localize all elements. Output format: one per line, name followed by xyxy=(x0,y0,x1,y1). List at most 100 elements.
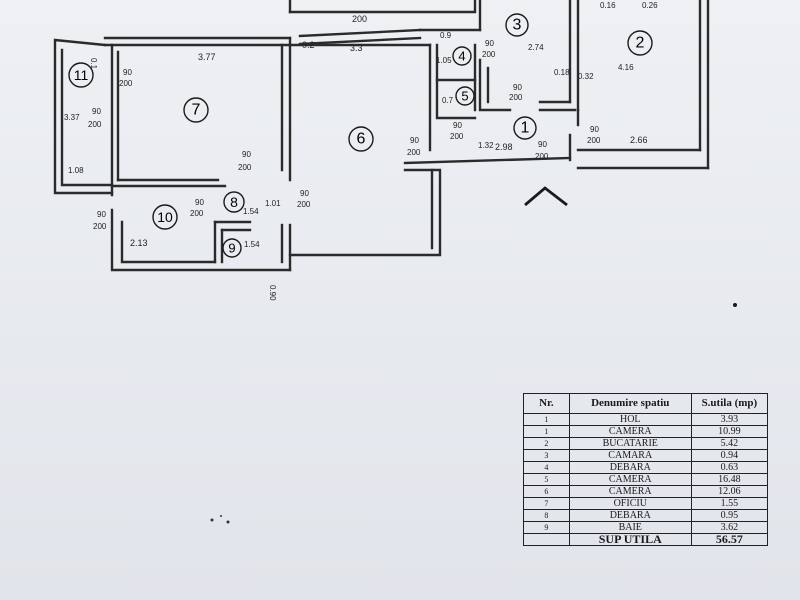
room-11-label: 11 xyxy=(74,67,89,83)
table-cell-nr: 1 xyxy=(523,413,570,426)
svg-text:200: 200 xyxy=(93,222,107,231)
room-10-label: 10 xyxy=(157,209,173,225)
svg-text:90: 90 xyxy=(300,189,309,198)
svg-text:90: 90 xyxy=(97,210,106,219)
table-cell-val: 16.48 xyxy=(690,473,769,486)
table-cell-nr: 6 xyxy=(523,485,570,498)
dim-090: 0.90 xyxy=(268,285,277,301)
dim-032: 0.32 xyxy=(578,72,594,81)
svg-text:90: 90 xyxy=(242,150,251,159)
dim-266: 2.66 xyxy=(630,135,648,145)
table-cell-nr: 1 xyxy=(523,425,570,438)
table-cell-nr: 9 xyxy=(523,521,570,534)
svg-text:200: 200 xyxy=(297,200,311,209)
table-head-val: S.utila (mp) xyxy=(690,393,769,414)
svg-text:200: 200 xyxy=(482,50,496,59)
table-cell-name: BUCATARIE xyxy=(568,437,692,450)
room-9-label: 9 xyxy=(228,241,235,256)
svg-text:90: 90 xyxy=(590,125,599,134)
room-4-label: 4 xyxy=(458,49,465,64)
table-head-name: Denumire spatiu xyxy=(568,393,692,414)
room-8-label: 8 xyxy=(230,194,238,210)
dim-07: 0.7 xyxy=(442,96,454,105)
room-3-label: 3 xyxy=(513,17,522,34)
svg-text:200: 200 xyxy=(238,163,252,172)
svg-text:200: 200 xyxy=(190,209,204,218)
svg-text:90: 90 xyxy=(513,83,522,92)
dim-132: 1.32 xyxy=(478,141,494,150)
table-cell-val: 0.94 xyxy=(690,449,769,462)
table-cell-val: 0.95 xyxy=(690,509,769,522)
table-cell-name: DEBARA xyxy=(568,461,692,474)
table-cell-name: CAMARA xyxy=(568,449,692,462)
dim-105: 1.05 xyxy=(436,56,452,65)
dim-274: 2.74 xyxy=(528,43,544,52)
table-cell-val: 12.06 xyxy=(690,485,769,498)
dim-018: 0.18 xyxy=(554,68,570,77)
dim-02: 0.2 xyxy=(302,40,315,50)
dim-026: 0.26 xyxy=(642,1,658,10)
dim-09: 0.9 xyxy=(440,31,452,40)
dim-33: 3.3 xyxy=(350,43,363,53)
table-cell-name: OFICIU xyxy=(568,497,692,510)
dim-154b: 1.54 xyxy=(244,240,260,249)
dim-213: 2.13 xyxy=(130,238,148,248)
room-6-label: 6 xyxy=(357,131,366,148)
table-cell-nr: 4 xyxy=(523,461,570,474)
svg-text:200: 200 xyxy=(535,152,549,161)
table-cell-nr: 8 xyxy=(523,509,570,522)
table-cell-val: 5.42 xyxy=(690,437,769,450)
dim-101: 1.01 xyxy=(265,199,281,208)
table-total-val: 56.57 xyxy=(690,533,769,546)
dim-016: 0.16 xyxy=(600,1,616,10)
svg-text:200: 200 xyxy=(587,136,601,145)
dim-416: 4.16 xyxy=(618,63,634,72)
dim-298: 2.98 xyxy=(495,142,513,152)
dim-377: 3.77 xyxy=(198,52,216,62)
table-cell-name: CAMERA xyxy=(568,473,692,486)
table-head-nr: Nr. xyxy=(523,393,570,414)
svg-text:200: 200 xyxy=(450,132,464,141)
room-2-label: 2 xyxy=(636,35,645,52)
table-cell-val: 0.63 xyxy=(690,461,769,474)
table-cell-name: CAMERA xyxy=(568,485,692,498)
svg-text:90: 90 xyxy=(410,136,419,145)
table-total-row: SUP UTILA 56.57 xyxy=(523,533,769,546)
svg-text:90: 90 xyxy=(92,107,101,116)
table-cell-nr: 3 xyxy=(523,449,570,462)
table-total-label: SUP UTILA xyxy=(568,533,692,546)
table-cell-name: HOL xyxy=(568,413,692,426)
table-cell-val: 3.93 xyxy=(690,413,769,426)
room-1-label: 1 xyxy=(521,120,530,137)
svg-text:200: 200 xyxy=(407,148,421,157)
svg-text:90: 90 xyxy=(485,39,494,48)
table-cell-name: DEBARA xyxy=(568,509,692,522)
table-cell-nr: 5 xyxy=(523,473,570,486)
table-cell-val: 10.99 xyxy=(690,425,769,438)
dim-top: 200 xyxy=(352,14,367,24)
table-cell-nr: 7 xyxy=(523,497,570,510)
svg-text:200: 200 xyxy=(509,93,523,102)
table-cell-val: 1.55 xyxy=(690,497,769,510)
svg-text:90: 90 xyxy=(538,140,547,149)
table-cell-name: CAMERA xyxy=(568,425,692,438)
svg-text:200: 200 xyxy=(119,79,133,88)
dim-108: 1.08 xyxy=(68,166,84,175)
room-7-label: 7 xyxy=(192,102,201,119)
svg-text:90: 90 xyxy=(453,121,462,130)
svg-text:90: 90 xyxy=(123,68,132,77)
dim-01: 0.1 xyxy=(89,58,98,70)
dim-337: 3.37 xyxy=(64,113,80,122)
svg-text:200: 200 xyxy=(88,120,102,129)
